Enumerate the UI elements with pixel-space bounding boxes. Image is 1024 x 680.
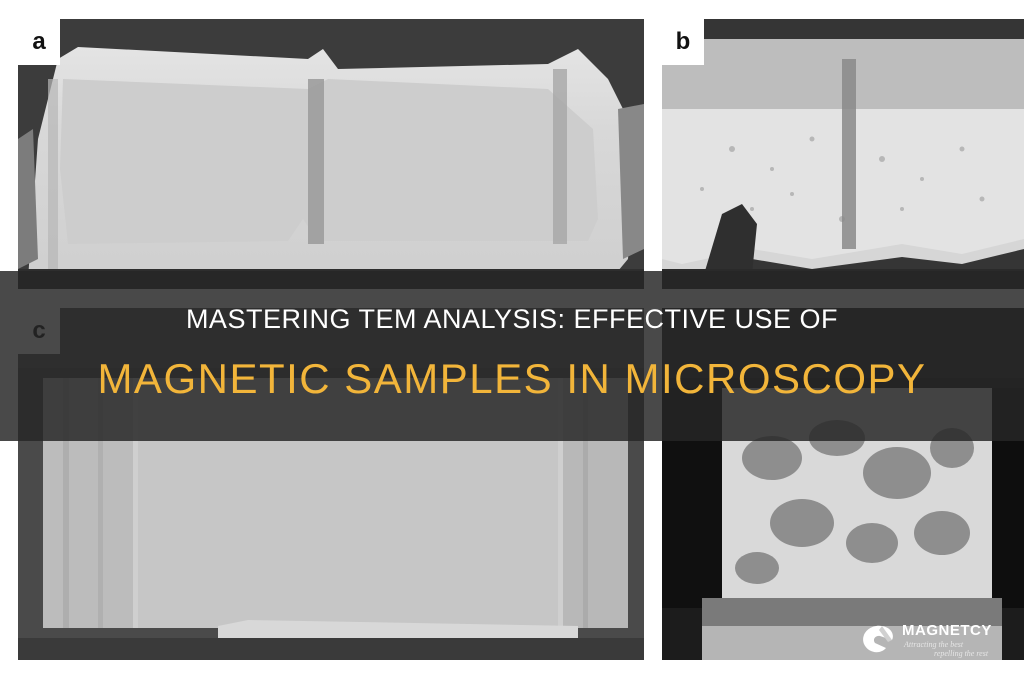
brand-tagline-1: Attracting the best — [904, 640, 964, 649]
page-title-line-1: MASTERING TEM ANALYSIS: EFFECTIVE USE OF — [185, 304, 839, 334]
micrograph-b-image — [662, 19, 1024, 289]
page-title-line-2: MAGNETIC SAMPLES IN MICROSCOPY — [97, 355, 927, 402]
panel-label-a: a — [18, 19, 60, 65]
panel-label-b: b — [662, 19, 704, 65]
micrograph-panel-b: b — [662, 19, 1024, 289]
brand-logo: MAGNETCY Attracting the best repelling t… — [858, 618, 1018, 662]
magnet-logo-icon — [863, 625, 893, 653]
brand-name: MAGNETCY — [902, 622, 992, 639]
micrograph-panel-a: a — [18, 19, 644, 289]
title-overlay-band — [0, 271, 1024, 441]
micrograph-a-image — [18, 19, 644, 289]
brand-tagline-2: repelling the rest — [934, 649, 989, 658]
